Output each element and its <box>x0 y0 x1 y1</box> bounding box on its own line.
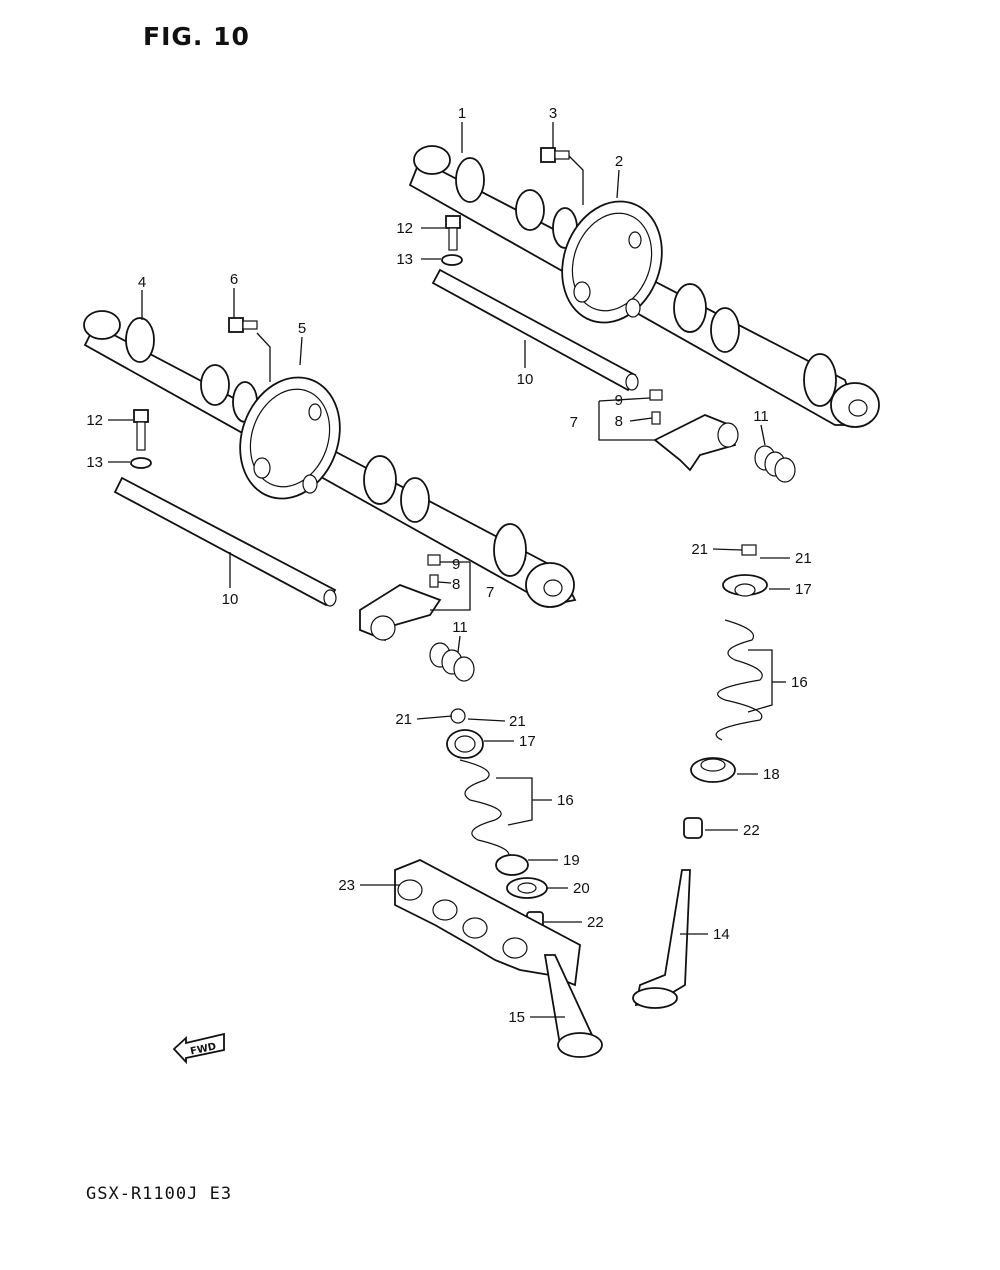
callout-label: 10 <box>517 371 534 388</box>
rocker-spring-lower <box>429 642 475 682</box>
callout-label: 20 <box>573 880 590 897</box>
callout-label: 11 <box>753 408 769 425</box>
callout-label: 2 <box>615 153 623 170</box>
callout-label: 7 <box>570 414 578 431</box>
callout-label: 22 <box>743 822 760 839</box>
callout-label: 5 <box>298 320 306 337</box>
callout-label: 6 <box>230 271 238 288</box>
callout-label: 21 <box>691 541 708 558</box>
rocker-shaft-lower <box>113 476 337 607</box>
cam-sprocket-lower <box>239 376 341 500</box>
callout-label: 16 <box>557 792 574 809</box>
callout-label: 13 <box>396 251 413 268</box>
callout-label: 9 <box>452 556 460 573</box>
callout-label: 3 <box>549 105 557 122</box>
exhaust-valve <box>543 954 603 1058</box>
figure-title: FIG. 10 <box>143 22 250 51</box>
rocker-arm-lower <box>359 554 442 642</box>
model-code: GSX-R1100J E3 <box>86 1184 233 1204</box>
cam-sprocket-upper <box>561 200 663 324</box>
callout-label: 18 <box>763 766 780 783</box>
rocker-spring-upper <box>754 445 796 483</box>
callout-label: 19 <box>563 852 580 869</box>
callout-label: 17 <box>795 581 812 598</box>
rocker-shaft-bolt-lower <box>130 409 152 469</box>
rocker-shaft-bolt-upper <box>441 215 463 266</box>
valve-stack-left <box>446 708 548 929</box>
valve-stem-seal-plate <box>394 859 581 987</box>
sprocket-bolt-lower <box>228 317 258 333</box>
callout-label: 7 <box>486 584 494 601</box>
callout-label: 23 <box>338 877 355 894</box>
leader-lines <box>108 122 790 1018</box>
callout-label: 21 <box>395 711 412 728</box>
fwd-marker: FWD <box>172 1032 225 1065</box>
callout-label: 1 <box>458 105 466 122</box>
callout-label: 9 <box>615 392 623 409</box>
callout-label: 21 <box>509 713 526 730</box>
rocker-shaft-upper <box>431 268 639 392</box>
callout-label: 10 <box>222 591 239 608</box>
callout-label: 12 <box>396 220 413 237</box>
valve-stack-right <box>632 544 768 1009</box>
sprocket-bolt-upper <box>540 147 570 163</box>
callout-label: 11 <box>452 619 468 636</box>
callout-label: 8 <box>615 413 623 430</box>
callout-label: 13 <box>86 454 103 471</box>
arrow-left-icon <box>172 1032 225 1065</box>
callout-label: 22 <box>587 914 604 931</box>
callout-labels: 1 3 2 12 13 10 4 6 5 9 8 7 11 12 13 10 9… <box>86 105 811 1026</box>
callout-label: 14 <box>713 926 730 943</box>
callout-label: 15 <box>508 1009 525 1026</box>
callout-label: 4 <box>138 274 146 291</box>
callout-label: 8 <box>452 576 460 593</box>
callout-label: 17 <box>519 733 536 750</box>
callout-label: 16 <box>791 674 808 691</box>
fwd-label: FWD <box>189 1041 217 1057</box>
callout-label: 12 <box>86 412 103 429</box>
rocker-arm-upper <box>649 389 739 472</box>
callout-label: 21 <box>795 550 812 567</box>
